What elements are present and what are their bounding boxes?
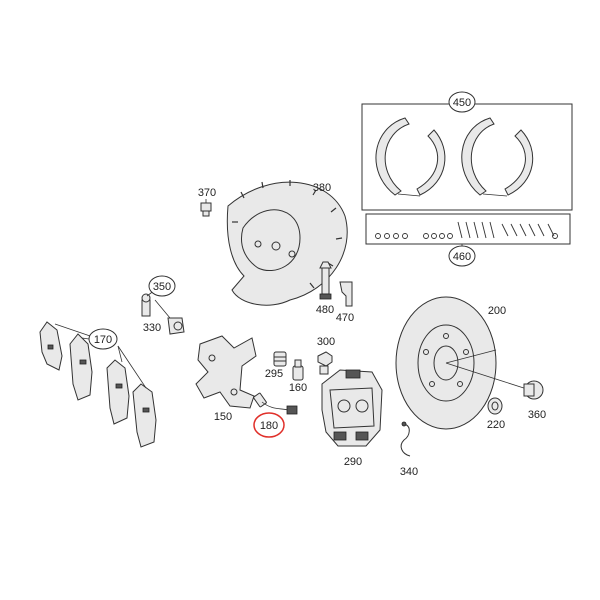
brake-pads-group xyxy=(39,321,157,448)
bleeder-480 xyxy=(319,261,332,300)
label-160: 160 xyxy=(289,382,307,394)
label-220: 220 xyxy=(487,419,505,431)
guide-sleeve-160 xyxy=(292,359,304,381)
brake-shoe-left-1 xyxy=(375,117,410,196)
label-290: 290 xyxy=(344,456,362,468)
clip-470 xyxy=(339,281,353,307)
svg-text:350: 350 xyxy=(153,281,171,293)
bolt-300 xyxy=(317,351,333,375)
callout-450: 450 xyxy=(448,91,476,113)
label-300: 300 xyxy=(317,336,335,348)
nut-220 xyxy=(487,397,503,415)
callout-350: 350 xyxy=(148,275,176,297)
brake-pad-3 xyxy=(106,359,130,425)
label-330: 330 xyxy=(143,322,161,334)
svg-text:180: 180 xyxy=(260,420,278,432)
hardware-kit-group xyxy=(365,213,571,250)
callout-180: 180 xyxy=(253,412,285,438)
guide-pin-group xyxy=(141,289,185,335)
label-360: 360 xyxy=(528,409,546,421)
bolt-370 xyxy=(200,199,212,217)
caliper-carrier xyxy=(195,335,257,409)
brake-shoe-right-2 xyxy=(504,129,534,196)
bolt-360 xyxy=(523,380,544,400)
spring-340 xyxy=(400,421,411,457)
brake-shoe-left-2 xyxy=(416,129,446,196)
label-340: 340 xyxy=(400,466,418,478)
label-200: 200 xyxy=(488,305,506,317)
label-470: 470 xyxy=(336,312,354,324)
label-370: 370 xyxy=(198,187,216,199)
callout-460: 460 xyxy=(448,245,476,267)
svg-text:460: 460 xyxy=(453,251,471,263)
svg-text:170: 170 xyxy=(94,334,112,346)
brake-caliper-290 xyxy=(321,369,383,447)
hardware-kit-box xyxy=(365,213,571,245)
dust-shield-group xyxy=(226,180,348,306)
label-380: 380 xyxy=(313,182,331,194)
brake-pad-4 xyxy=(132,383,157,448)
wear-sensor-180 xyxy=(253,392,298,415)
brake-pad-2 xyxy=(69,333,93,401)
brake-disc-200 xyxy=(395,296,531,430)
label-150: 150 xyxy=(214,411,232,423)
brake-shoes-group xyxy=(361,103,573,211)
bolt-295 xyxy=(273,351,287,367)
callout-170: 170 xyxy=(88,328,118,350)
brake-shoe-right-1 xyxy=(461,117,495,196)
label-295: 295 xyxy=(265,368,283,380)
dust-shield-inner xyxy=(241,209,301,272)
dust-shield xyxy=(226,181,348,306)
label-480: 480 xyxy=(316,304,334,316)
svg-text:450: 450 xyxy=(453,97,471,109)
hardware-pins xyxy=(375,221,558,239)
